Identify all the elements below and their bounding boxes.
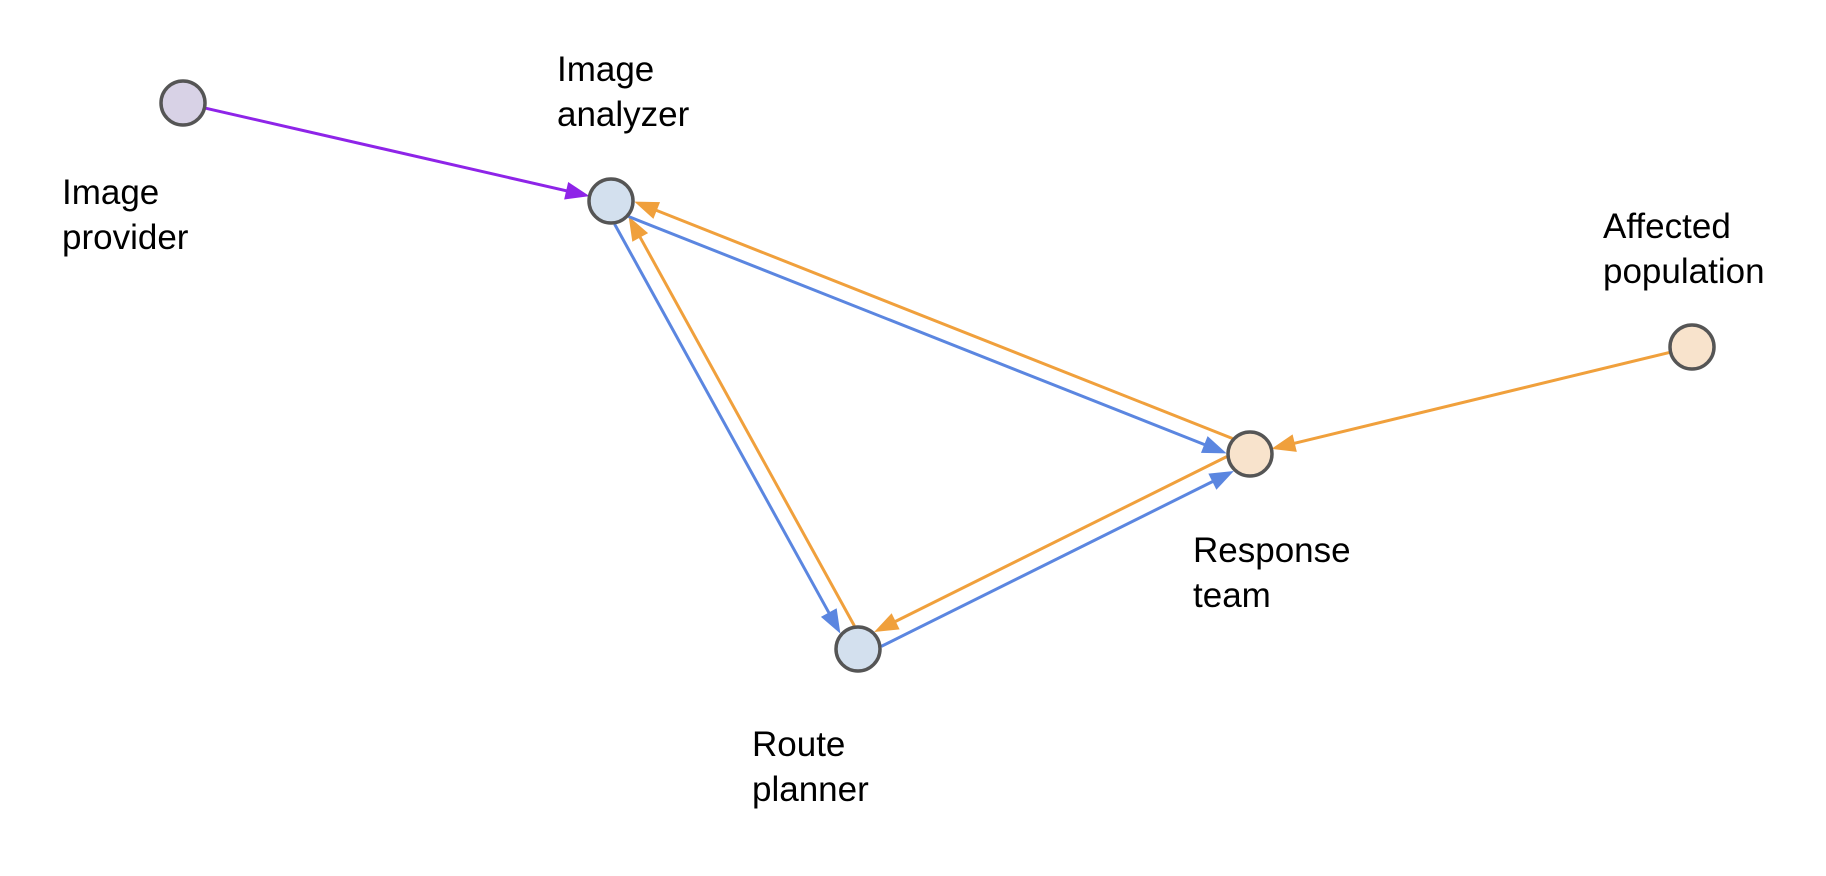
edges-layer: [204, 106, 1671, 648]
edge-line: [880, 479, 1215, 648]
edge-route-planner-to-response-team: [880, 470, 1234, 648]
label-image-analyzer: Image analyzer: [557, 50, 690, 134]
edge-line: [893, 455, 1228, 624]
edge-line: [1292, 350, 1671, 446]
arrowhead: [874, 613, 900, 633]
label-line: planner: [752, 770, 869, 809]
arrowhead: [1200, 436, 1227, 454]
label-line: analyzer: [557, 95, 690, 134]
node-affected-population: [1668, 323, 1716, 371]
label-line: Image: [557, 50, 654, 89]
arrowhead: [564, 181, 590, 200]
node-response-team: [1226, 430, 1274, 478]
edge-response-team-to-image-analyzer: [634, 201, 1234, 440]
edge-image-analyzer-to-route-planner: [613, 223, 841, 634]
edge-affected-population-to-response-team: [1271, 350, 1671, 452]
edge-image-provider-to-image-analyzer: [204, 106, 590, 200]
label-line: team: [1193, 576, 1271, 615]
label-line: population: [1603, 252, 1765, 291]
arrowhead: [1208, 470, 1234, 490]
label-image-provider: Image provider: [62, 173, 189, 257]
nodes-layer: [159, 79, 1716, 673]
edge-line: [627, 215, 1207, 447]
edge-image-analyzer-to-response-team: [627, 215, 1227, 454]
node-image-analyzer: [587, 177, 635, 225]
label-line: provider: [62, 218, 189, 257]
node-route-planner: [834, 625, 882, 673]
label-response-team: Response team: [1193, 531, 1351, 615]
edge-line: [613, 223, 832, 616]
arrowhead: [820, 608, 841, 634]
label-line: Affected: [1603, 207, 1731, 246]
edge-line: [637, 234, 856, 627]
arrowhead: [628, 216, 649, 242]
edge-response-team-to-route-planner: [874, 455, 1228, 633]
label-line: Route: [752, 725, 845, 764]
label-line: Image: [62, 173, 159, 212]
edge-route-planner-to-image-analyzer: [628, 216, 856, 627]
edge-line: [204, 106, 569, 193]
edge-line: [654, 208, 1234, 440]
label-route-planner: Route planner: [752, 725, 869, 809]
arrowhead: [1271, 434, 1297, 452]
label-line: Response: [1193, 531, 1351, 570]
node-image-provider: [159, 79, 207, 127]
label-affected-population: Affected population: [1603, 207, 1765, 291]
arrowhead: [634, 201, 661, 219]
